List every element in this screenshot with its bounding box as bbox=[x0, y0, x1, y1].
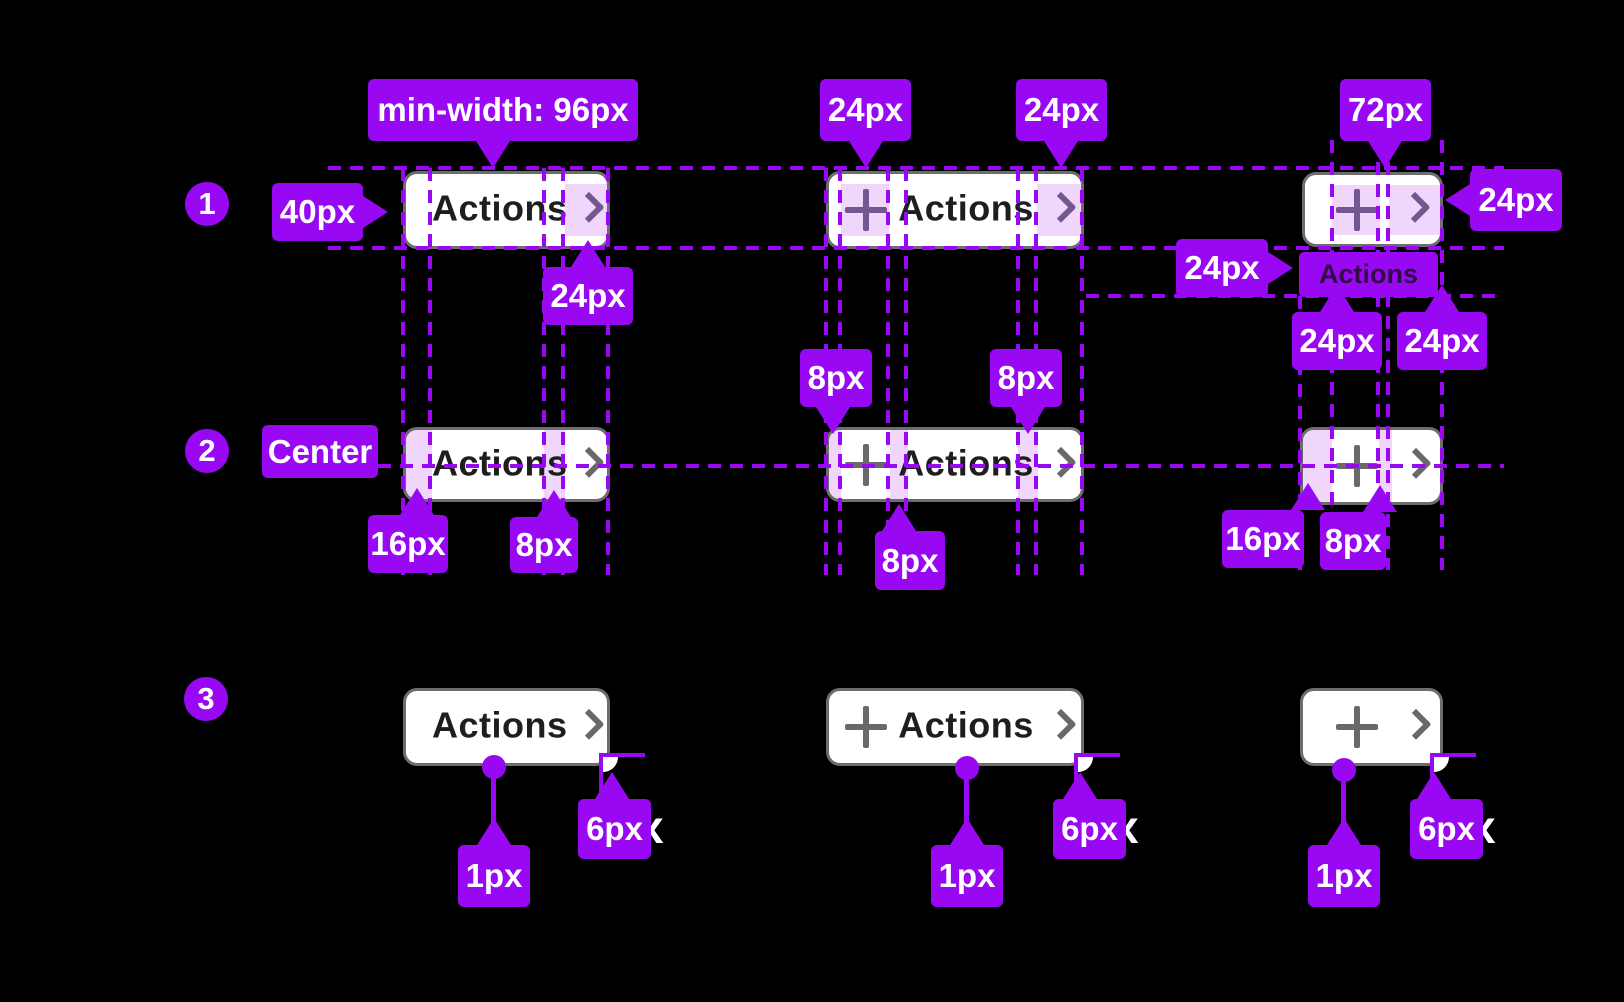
guide-tooltip-bottom bbox=[1086, 294, 1504, 298]
guide-line bbox=[428, 168, 432, 575]
guide-line bbox=[561, 168, 565, 575]
border-callout-stem bbox=[1341, 770, 1346, 845]
annotation-8px: 8px bbox=[510, 490, 578, 573]
guide-line bbox=[401, 168, 405, 575]
radius-marker-line bbox=[599, 753, 645, 757]
step-badge-1: 1 bbox=[185, 182, 229, 226]
plus-icon bbox=[845, 706, 887, 748]
button-label: Actions bbox=[898, 187, 1034, 229]
chevron-right-icon bbox=[1045, 446, 1077, 478]
guide-line bbox=[542, 168, 546, 575]
annotation-min-width: min-width: 96px bbox=[368, 79, 638, 168]
guide-line bbox=[1298, 296, 1302, 570]
step-number: 3 bbox=[197, 681, 215, 716]
annotation-72px: 72px bbox=[1340, 79, 1431, 168]
actions-button-border-spec[interactable]: Actions bbox=[403, 688, 610, 766]
annotation-16px: 16px bbox=[1222, 483, 1325, 568]
annotation-center: Center bbox=[262, 425, 378, 478]
guide-center-line bbox=[378, 464, 1504, 468]
chevron-right-icon bbox=[1045, 708, 1077, 740]
chevron-right-icon bbox=[573, 708, 605, 740]
button-label: Actions bbox=[432, 704, 568, 746]
icon-area-highlight bbox=[1389, 185, 1440, 235]
annotation-6px: 6px bbox=[578, 772, 651, 859]
radius-marker-notch bbox=[1434, 757, 1449, 772]
guide-row1-bottom bbox=[328, 246, 1504, 250]
radius-marker-line bbox=[1074, 753, 1120, 757]
compact-button-border-spec[interactable] bbox=[1300, 688, 1443, 766]
radius-marker-line bbox=[1430, 753, 1476, 757]
radius-marker-notch bbox=[1078, 757, 1093, 772]
border-callout-stem bbox=[491, 767, 496, 845]
button-label: Actions bbox=[898, 441, 1034, 483]
guide-line bbox=[1386, 140, 1390, 570]
annotation-24px: 24px bbox=[1445, 169, 1562, 231]
actions-button-with-plus[interactable]: Actions bbox=[826, 171, 1084, 249]
compact-button[interactable] bbox=[1302, 172, 1443, 247]
button-label: Actions bbox=[898, 704, 1034, 746]
actions-button-plus-border-spec[interactable]: Actions bbox=[826, 688, 1084, 766]
step-number: 2 bbox=[198, 433, 216, 468]
annotation-24px: 24px bbox=[820, 79, 911, 168]
step-badge-3: 3 bbox=[184, 677, 228, 721]
guide-line bbox=[606, 168, 610, 575]
radius-marker-notch bbox=[603, 757, 618, 772]
guide-line bbox=[904, 168, 908, 575]
plus-icon bbox=[845, 189, 887, 231]
annotation-24px: 24px bbox=[1176, 239, 1293, 297]
plus-icon bbox=[1336, 188, 1378, 231]
button-label: Actions bbox=[432, 441, 568, 483]
icon-area-highlight bbox=[565, 184, 607, 236]
annotation-40px: 40px bbox=[272, 183, 388, 241]
annotation-1px: 1px bbox=[931, 818, 1003, 907]
guide-row1-top bbox=[328, 166, 1504, 170]
annotation-1px: 1px bbox=[1308, 818, 1380, 907]
guide-line bbox=[886, 168, 890, 575]
chevron-right-icon bbox=[1400, 708, 1432, 740]
annotation-24px: 24px bbox=[543, 240, 633, 325]
annotation-8px: 8px bbox=[800, 349, 872, 434]
plus-icon bbox=[1336, 706, 1378, 748]
annotation-8px: 8px bbox=[990, 349, 1062, 434]
annotation-24px: 24px bbox=[1292, 285, 1382, 370]
annotation-8px: 8px bbox=[875, 504, 945, 590]
annotation-6px: 6px bbox=[1410, 772, 1483, 859]
guide-line bbox=[1080, 168, 1084, 575]
step-number: 1 bbox=[198, 186, 216, 221]
border-callout-stem bbox=[964, 768, 969, 845]
annotation-24px: 24px bbox=[1397, 285, 1487, 370]
annotation-8px: 8px bbox=[1320, 485, 1397, 570]
annotation-24px: 24px bbox=[1016, 79, 1107, 168]
icon-area-highlight bbox=[1037, 184, 1081, 236]
step-badge-2: 2 bbox=[185, 429, 229, 473]
annotation-1px: 1px bbox=[458, 818, 530, 907]
chevron-right-icon bbox=[573, 446, 605, 478]
annotation-16px: 16px bbox=[368, 488, 448, 573]
tooltip-label: Actions bbox=[1318, 259, 1418, 289]
annotation-6px: 6px bbox=[1053, 772, 1126, 859]
actions-button-default[interactable]: Actions bbox=[403, 171, 610, 249]
button-label: Actions bbox=[432, 187, 568, 229]
